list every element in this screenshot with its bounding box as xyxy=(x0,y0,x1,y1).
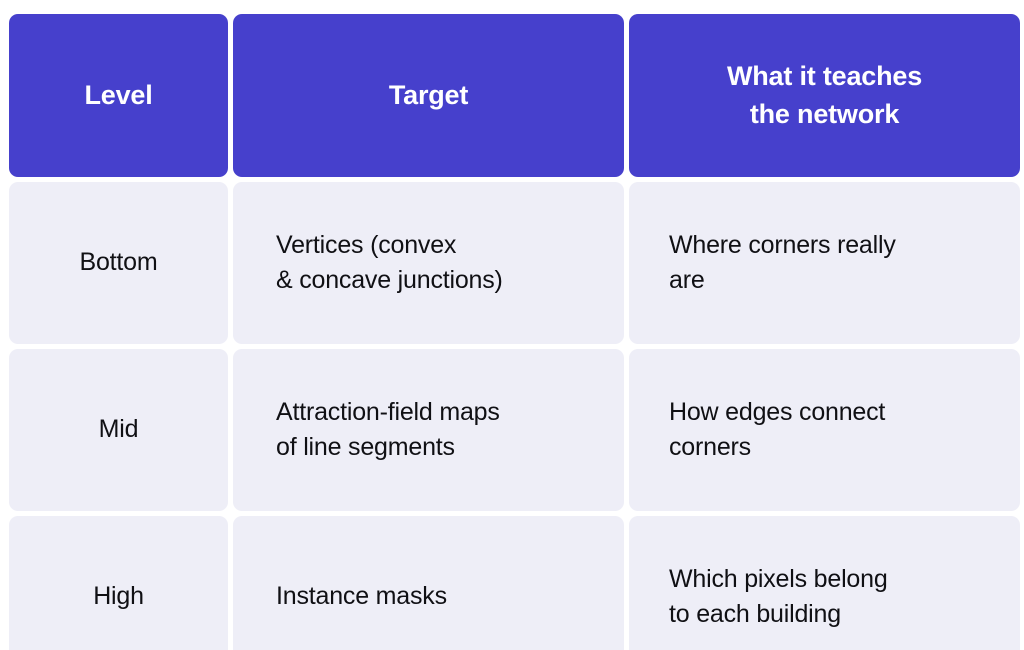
cell-target-mid-line-1: Attraction-field maps xyxy=(276,397,500,426)
cell-teaches-bottom-line-2: are xyxy=(669,266,705,294)
cell-teaches-bottom-line-1: Where corners really xyxy=(669,230,896,259)
table-row: Mid Attraction-field maps of line segmen… xyxy=(9,349,1020,511)
cell-level-high: High xyxy=(9,516,228,650)
cell-target-bottom-line-2: & concave junctions) xyxy=(276,266,503,294)
column-header-target: Target xyxy=(233,14,624,177)
cell-level-bottom-line-1: Bottom xyxy=(79,248,158,277)
table-header-row: Level Target What it teaches the network xyxy=(9,14,1020,177)
column-header-teaches-line-2: the network xyxy=(749,98,900,129)
cell-level-mid: Mid xyxy=(9,349,228,511)
cell-teaches-high: Which pixels belong to each building xyxy=(629,516,1020,650)
column-header-level-line-1: Level xyxy=(84,79,153,110)
cell-target-bottom-line-1: Vertices (convex xyxy=(276,230,457,259)
table-row: Bottom Vertices (convex & concave juncti… xyxy=(9,182,1020,344)
cell-teaches-mid: How edges connect corners xyxy=(629,349,1020,511)
table-header: Level Target What it teaches the network xyxy=(9,14,1020,177)
cell-level-mid-line-1: Mid xyxy=(98,415,139,444)
cell-target-mid-line-2: of line segments xyxy=(276,433,455,461)
cell-target-high: Instance masks xyxy=(233,516,624,650)
table-body: Bottom Vertices (convex & concave juncti… xyxy=(9,182,1020,650)
level-target-teaches-table: Level Target What it teaches the network… xyxy=(4,9,1024,650)
cell-teaches-high-line-2: to each building xyxy=(669,600,841,628)
column-header-target-line-1: Target xyxy=(388,79,469,110)
column-header-teaches: What it teaches the network xyxy=(629,14,1020,177)
cell-teaches-mid-line-2: corners xyxy=(669,433,751,461)
cell-target-high-line-1: Instance masks xyxy=(276,582,447,611)
cell-target-bottom: Vertices (convex & concave junctions) xyxy=(233,182,624,344)
cell-level-bottom: Bottom xyxy=(9,182,228,344)
cell-teaches-bottom: Where corners really are xyxy=(629,182,1020,344)
cell-teaches-mid-line-1: How edges connect xyxy=(669,397,886,426)
column-header-teaches-line-1: What it teaches xyxy=(726,61,923,92)
table-row: High Instance masks Which pixels belong … xyxy=(9,516,1020,650)
column-header-level: Level xyxy=(9,14,228,177)
cell-level-high-line-1: High xyxy=(93,582,144,611)
cell-target-mid: Attraction-field maps of line segments xyxy=(233,349,624,511)
cell-teaches-high-line-1: Which pixels belong xyxy=(669,564,888,593)
